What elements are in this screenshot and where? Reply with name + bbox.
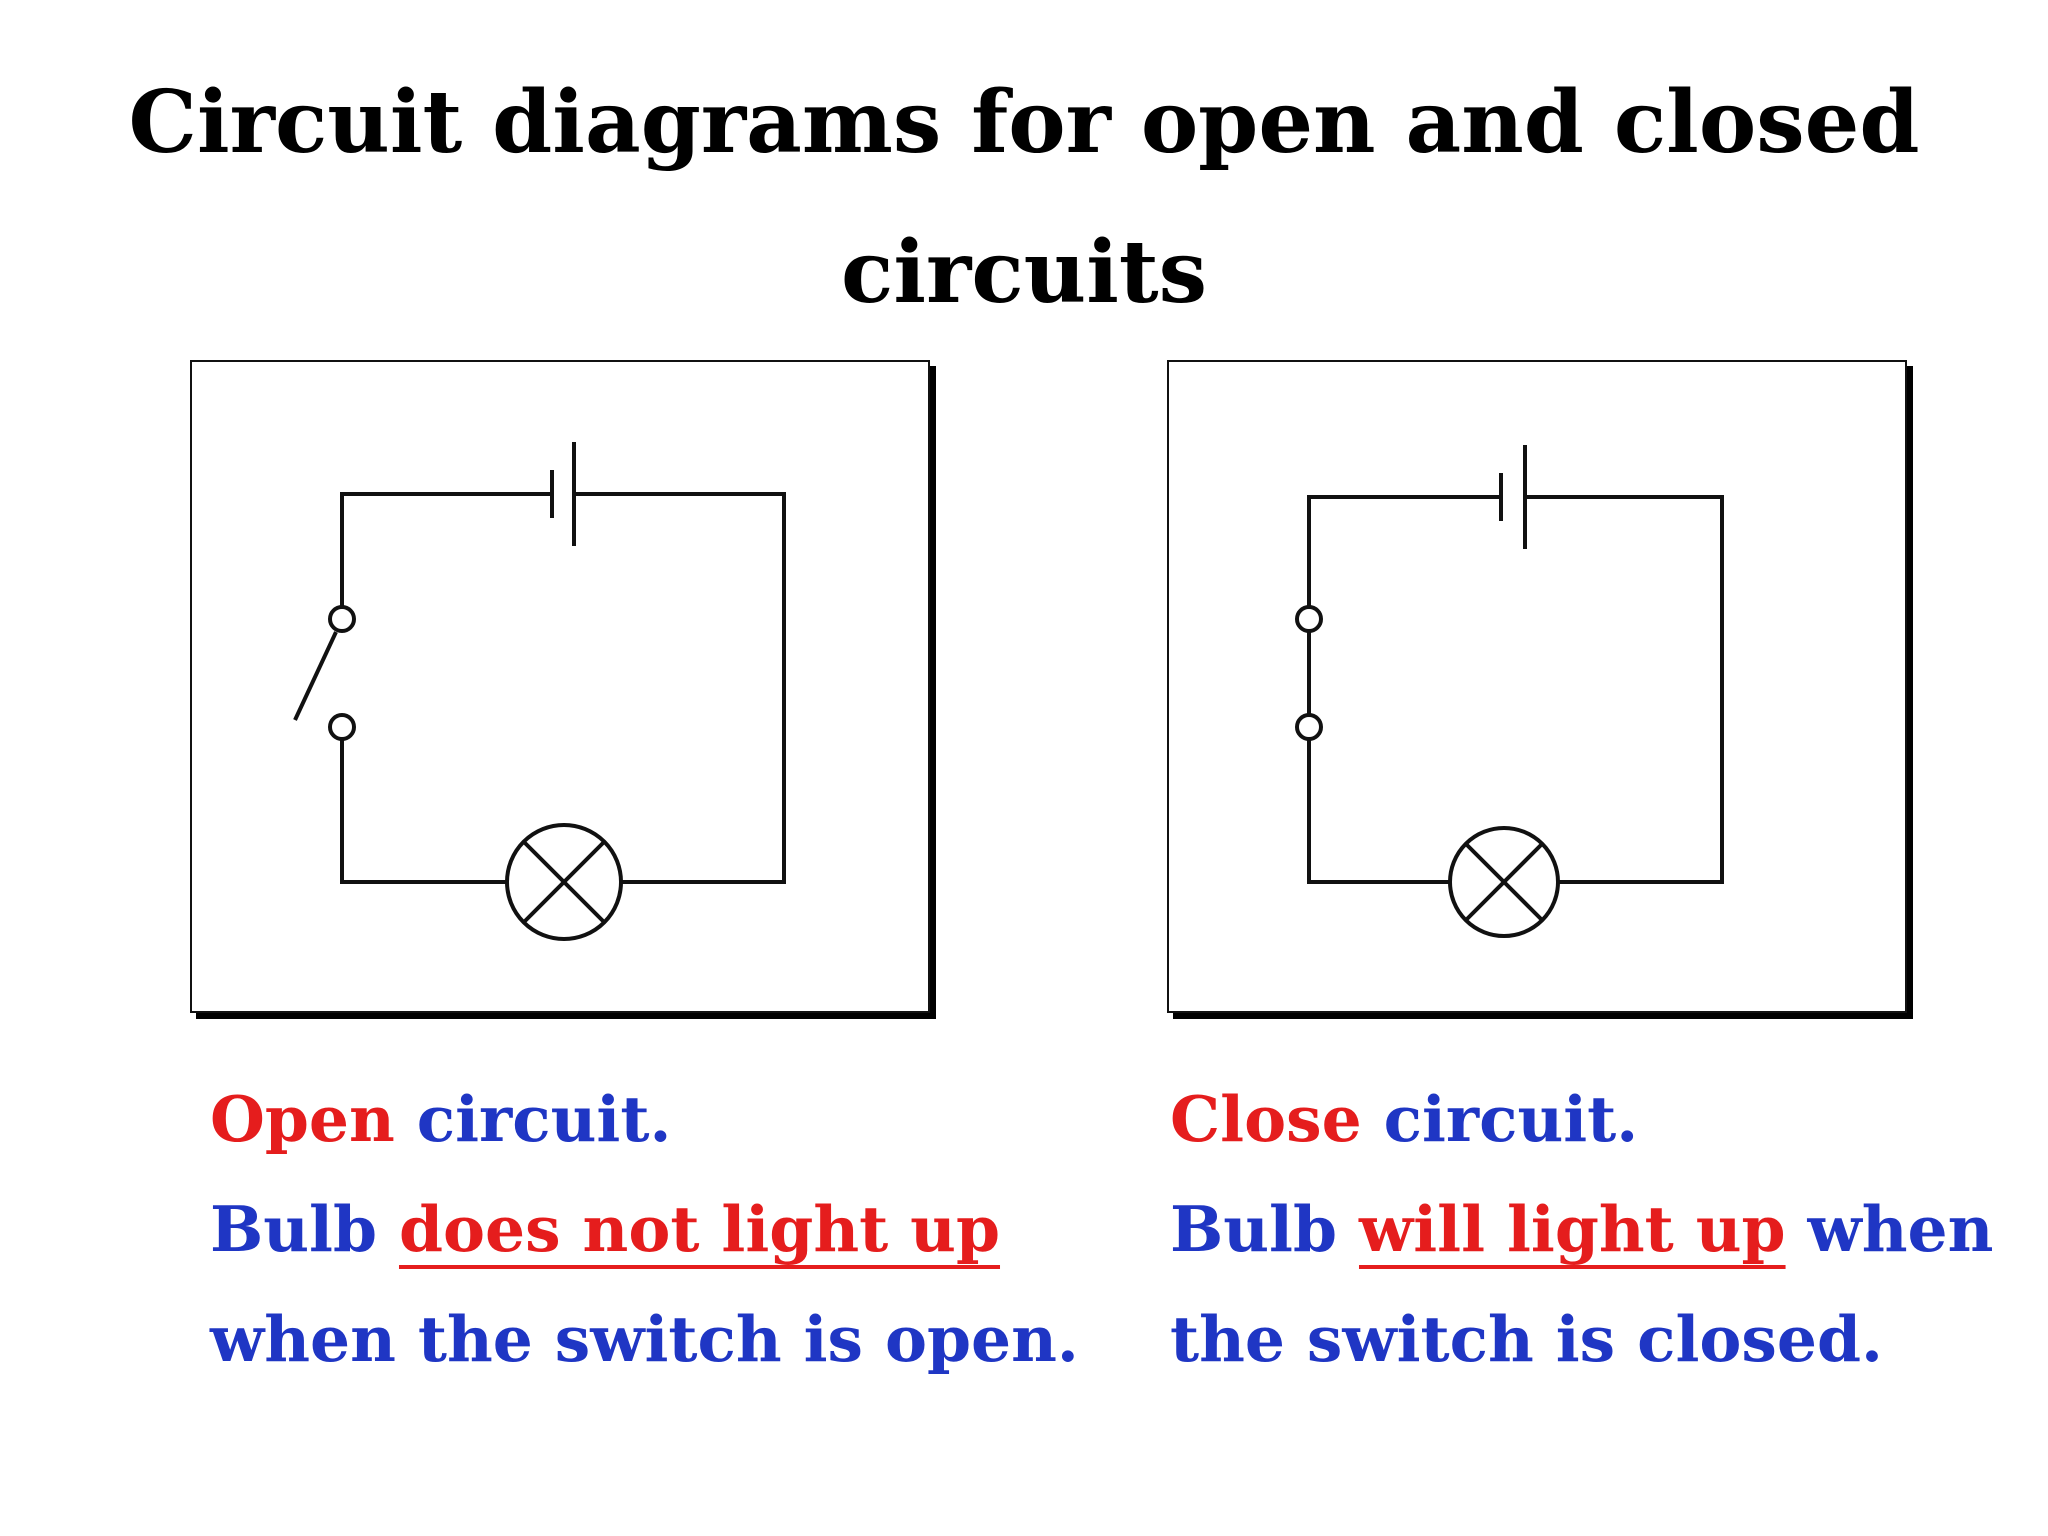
- title-line-1: Circuit diagrams for open and closed: [128, 72, 1920, 173]
- circuit-word: circuit.: [416, 1082, 672, 1156]
- closed-circuit-diagram: [1167, 360, 1907, 1013]
- circuit-word: circuit.: [1383, 1082, 1639, 1156]
- wire-top-left: [340, 492, 554, 619]
- caption-line-2: Bulb will light up when: [1170, 1174, 1993, 1284]
- wire-right: [1523, 495, 1724, 884]
- caption-line-1: Close circuit.: [1170, 1064, 1930, 1174]
- wire-top-left: [1307, 495, 1503, 619]
- open-switch-icon: [293, 605, 356, 741]
- closed-circuit-caption: Close circuit. Bulb will light up when t…: [1170, 1064, 1993, 1394]
- caption-line-2: Bulb does not light up: [210, 1174, 1000, 1284]
- page-title: Circuit diagrams for open and closed cir…: [0, 48, 2048, 348]
- wire-bottom-left: [340, 737, 509, 884]
- bulb-word: Bulb: [210, 1192, 378, 1266]
- title-line-2: circuits: [840, 222, 1208, 323]
- wire-right: [572, 492, 786, 884]
- when-word: when: [1807, 1192, 1994, 1266]
- highlight-phrase: does not light up: [398, 1192, 1001, 1266]
- caption-line-3: the switch is closed.: [1170, 1302, 1883, 1376]
- open-circuit-svg: [293, 442, 786, 941]
- highlight-phrase: will light up: [1358, 1192, 1786, 1266]
- state-word: Open: [210, 1082, 395, 1156]
- caption-line-1: Open circuit.: [210, 1064, 970, 1174]
- bulb-icon: [1448, 826, 1560, 938]
- open-circuit-diagram: [190, 360, 930, 1013]
- closed-switch-icon: [1295, 605, 1323, 741]
- open-circuit-caption: Open circuit. Bulb does not light up whe…: [210, 1064, 1079, 1394]
- bulb-icon: [505, 823, 623, 941]
- closed-circuit-svg: [1295, 445, 1724, 938]
- state-word: Close: [1170, 1082, 1362, 1156]
- wire-bottom-left: [1307, 737, 1451, 884]
- bulb-word: Bulb: [1170, 1192, 1338, 1266]
- caption-line-3: when the switch is open.: [210, 1302, 1079, 1376]
